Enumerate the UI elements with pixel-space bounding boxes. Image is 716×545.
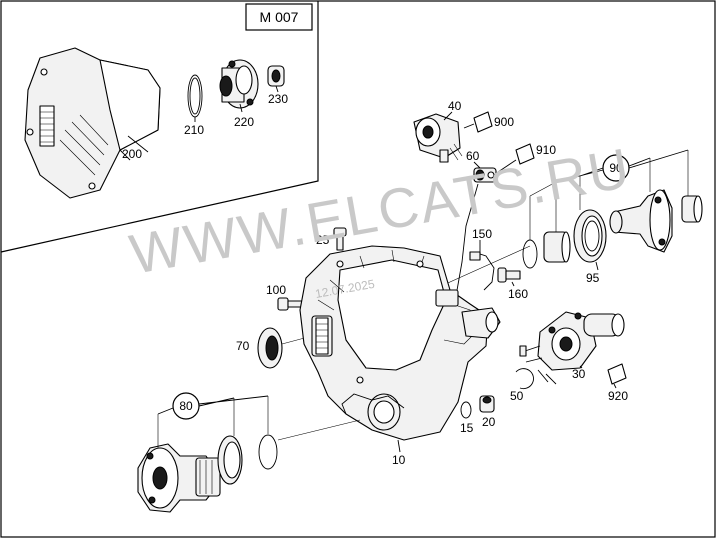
part-95-seal: [573, 209, 607, 263]
callout-25: 25: [316, 233, 330, 247]
callout-220: 220: [234, 115, 254, 129]
part-80-flange: [137, 443, 221, 513]
part-70-seal: [257, 327, 283, 369]
part-80-seal: [217, 435, 243, 485]
group-code: M 007: [260, 9, 299, 25]
part-90-flange: [609, 189, 673, 253]
callout-210: 210: [184, 123, 204, 137]
part-50-snap-ring: [515, 368, 534, 390]
part-230-nut: [267, 65, 285, 87]
part-910-label: [515, 143, 535, 165]
part-100-bolt: [277, 297, 303, 311]
callout-30: 30: [572, 367, 586, 381]
callout-90: 90: [609, 161, 623, 175]
callout-230: 230: [268, 92, 288, 106]
callout-15: 15: [460, 421, 474, 435]
callout-95: 95: [586, 271, 600, 285]
part-90-sleeve: [681, 195, 703, 223]
part-20-plug: [479, 395, 495, 413]
part-210-snap-ring: [187, 74, 203, 118]
callout-50: 50: [510, 389, 524, 403]
callout-20: 20: [482, 415, 496, 429]
part-160-bolt: [497, 267, 521, 283]
callout-10: 10: [392, 453, 406, 467]
callout-920: 920: [608, 389, 628, 403]
part-40-sensor: [413, 113, 463, 163]
part-920-label: [607, 363, 627, 385]
callout-80: 80: [179, 399, 193, 413]
callout-60: 60: [466, 149, 480, 163]
part-90-ring: [522, 239, 538, 269]
callout-160: 160: [508, 287, 528, 301]
part-25-bolt: [333, 227, 347, 251]
callout-70: 70: [236, 339, 250, 353]
group-code-box: [245, 3, 313, 31]
part-200-housing: [24, 47, 161, 199]
callout-900: 900: [494, 115, 514, 129]
part-150-clip: [469, 251, 495, 291]
part-900-label: [473, 111, 493, 133]
callout-200: 200: [122, 147, 142, 161]
callout-40: 40: [448, 99, 462, 113]
part-90-bushing: [543, 231, 571, 263]
part-30-actuator: [519, 311, 625, 385]
part-60-sensor: [473, 167, 497, 183]
part-220-flange: [219, 59, 259, 109]
part-10-transfer-case: [299, 245, 501, 441]
part-15-ring: [460, 401, 472, 419]
callout-150: 150: [472, 227, 492, 241]
part-80-ring: [258, 434, 278, 470]
callout-910: 910: [536, 143, 556, 157]
callout-100: 100: [266, 283, 286, 297]
inset-box: [0, 1, 319, 253]
